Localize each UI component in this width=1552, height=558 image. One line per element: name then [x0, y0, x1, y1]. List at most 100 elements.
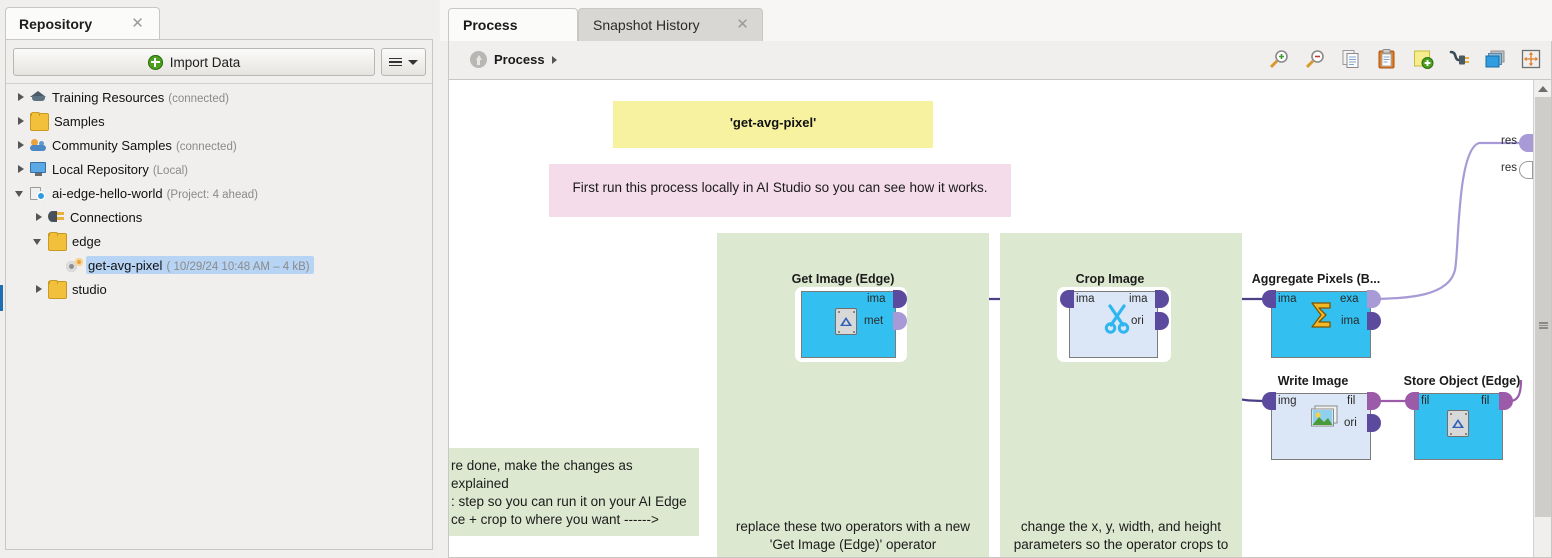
process-panel: Process Snapshot History ✕ Process	[440, 0, 1552, 558]
chevron-down-icon[interactable]	[14, 187, 27, 200]
selection-highlight	[86, 256, 314, 274]
tree-item-ai-edge-hello-world[interactable]: ai-edge-hello-world(Project: 4 ahead)	[6, 181, 432, 205]
port-label: ima	[867, 293, 886, 305]
folder-icon	[48, 232, 67, 251]
tree-item-label: studio	[72, 281, 107, 297]
tree-item-text: ai-edge-hello-world(Project: 4 ahead)	[52, 186, 258, 201]
plus-circle-icon	[147, 54, 163, 70]
output-port-fil[interactable]	[1499, 392, 1513, 410]
tree-item-training-resources[interactable]: Training Resources(connected)	[6, 85, 432, 109]
output-port-met[interactable]	[893, 312, 907, 330]
tree-item-local-repository[interactable]: Local Repository(Local)	[6, 157, 432, 181]
fit-to-screen-icon[interactable]	[1520, 48, 1542, 70]
canvas-note-left[interactable]: re done, make the changes as explained :…	[449, 448, 699, 536]
input-port-ima[interactable]	[1262, 290, 1276, 308]
chevron-up-icon[interactable]	[1534, 80, 1551, 97]
process-tabstrip: Process Snapshot History ✕	[440, 0, 1552, 41]
layers-icon[interactable]	[1484, 48, 1506, 70]
operator-store-object-edge[interactable]: Store Object (Edge) fil fil	[1395, 374, 1525, 464]
tree-item-meta: (Project: 4 ahead)	[166, 188, 258, 201]
output-port-ori[interactable]	[1155, 312, 1169, 330]
canvas-note-intro[interactable]: First run this process locally in AI Stu…	[549, 164, 1011, 217]
output-port-fil[interactable]	[1367, 392, 1381, 410]
result-port-1[interactable]: res	[1501, 134, 1533, 152]
manage-connections-icon[interactable]	[1448, 48, 1470, 70]
chevron-right-icon[interactable]	[32, 283, 45, 296]
tree-item-label: edge	[72, 233, 101, 249]
tree-item-community-samples[interactable]: Community Samples(connected)	[6, 133, 432, 157]
zoom-in-icon[interactable]	[1268, 48, 1290, 70]
chevron-right-icon[interactable]	[14, 163, 27, 176]
input-port-fil[interactable]	[1405, 392, 1419, 410]
add-note-icon[interactable]	[1412, 48, 1434, 70]
sigma-icon	[1306, 299, 1336, 334]
output-port-ori[interactable]	[1367, 414, 1381, 432]
tree-item-text: get-avg-pixel( 10/29/24 10:48 AM – 4 kB)	[88, 258, 310, 273]
chevron-down-icon[interactable]	[32, 235, 45, 248]
process-root-icon	[470, 51, 487, 68]
panel-accent-strip	[0, 285, 3, 311]
tree-item-label: Community Samples	[52, 137, 172, 153]
chevron-right-icon[interactable]	[14, 115, 27, 128]
operator-get-image-edge[interactable]: Get Image (Edge) ima met	[789, 272, 915, 362]
output-port-ima[interactable]	[1367, 312, 1381, 330]
port-label: fil	[1421, 395, 1430, 407]
chevron-right-icon[interactable]	[551, 55, 557, 64]
breadcrumb-label: Process	[494, 52, 545, 67]
canvas-vertical-scrollbar[interactable]	[1533, 80, 1551, 557]
note-line: replace these two operators with a new	[735, 519, 971, 534]
port-label: ori	[1131, 315, 1144, 327]
process-canvas[interactable]: re done, make the changes as explained :…	[449, 80, 1533, 557]
operator-title: Get Image (Edge)	[791, 272, 895, 286]
output-port-exa[interactable]	[1367, 290, 1381, 308]
import-data-label: Import Data	[169, 54, 241, 70]
process-toolbar	[1268, 48, 1542, 70]
operator-write-image[interactable]: Write Image img fil	[1255, 374, 1395, 464]
input-port-ima[interactable]	[1060, 290, 1074, 308]
tree-item-text: Community Samples(connected)	[52, 138, 237, 153]
operator-title: Store Object (Edge)	[1403, 374, 1521, 388]
graduation-cap-icon	[30, 90, 47, 106]
copy-icon[interactable]	[1340, 48, 1362, 70]
tab-process[interactable]: Process	[448, 8, 578, 41]
tree-item-text: studio	[72, 282, 107, 297]
tab-snapshot-history[interactable]: Snapshot History ✕	[578, 8, 763, 41]
project-icon	[30, 186, 47, 202]
input-port-img[interactable]	[1262, 392, 1276, 410]
scrollbar-thumb[interactable]	[1535, 97, 1551, 517]
tree-item-samples[interactable]: Samples	[6, 109, 432, 133]
operator-aggregate-pixels[interactable]: Aggregate Pixels (B... ima exa ima	[1251, 272, 1395, 362]
note-line: : step so you can run it on your AI Edge	[451, 494, 687, 509]
tree-item-text: Samples	[54, 114, 105, 129]
note-text: First run this process locally in AI Stu…	[572, 180, 988, 195]
result-port-2[interactable]: res	[1501, 161, 1533, 179]
process-canvas-container[interactable]: re done, make the changes as explained :…	[448, 79, 1552, 558]
tree-item-edge[interactable]: edge	[6, 229, 432, 253]
output-port-ima[interactable]	[893, 290, 907, 308]
operator-title: Aggregate Pixels (B...	[1251, 272, 1381, 286]
import-data-button[interactable]: Import Data	[13, 48, 375, 76]
tree-item-text: edge	[72, 234, 101, 249]
breadcrumb[interactable]: Process	[470, 51, 557, 68]
tree-item-get-avg-pixel[interactable]: get-avg-pixel( 10/29/24 10:48 AM – 4 kB)	[6, 253, 432, 277]
grip-icon[interactable]	[1539, 322, 1548, 329]
tree-item-connections[interactable]: Connections	[6, 205, 432, 229]
chevron-right-icon[interactable]	[32, 211, 45, 224]
chevron-right-icon[interactable]	[14, 91, 27, 104]
zoom-out-icon[interactable]	[1304, 48, 1326, 70]
output-port-ima[interactable]	[1155, 290, 1169, 308]
tree-item-label: Local Repository	[52, 161, 149, 177]
canvas-note-title[interactable]: 'get-avg-pixel'	[613, 101, 933, 148]
close-icon[interactable]: ✕	[131, 15, 144, 32]
close-icon[interactable]: ✕	[736, 16, 749, 33]
tab-repository[interactable]: Repository ✕	[5, 7, 160, 40]
repository-panel: Repository ✕ Import Data Training Resour…	[0, 0, 438, 558]
tree-item-meta: (connected)	[175, 140, 237, 153]
chevron-right-icon[interactable]	[14, 139, 27, 152]
tree-item-studio[interactable]: studio	[6, 277, 432, 301]
repository-menu-button[interactable]	[381, 48, 426, 76]
operator-title: Write Image	[1277, 374, 1349, 388]
paste-icon[interactable]	[1376, 48, 1398, 70]
operator-crop-image[interactable]: Crop Image ima ima ori	[1053, 272, 1179, 362]
